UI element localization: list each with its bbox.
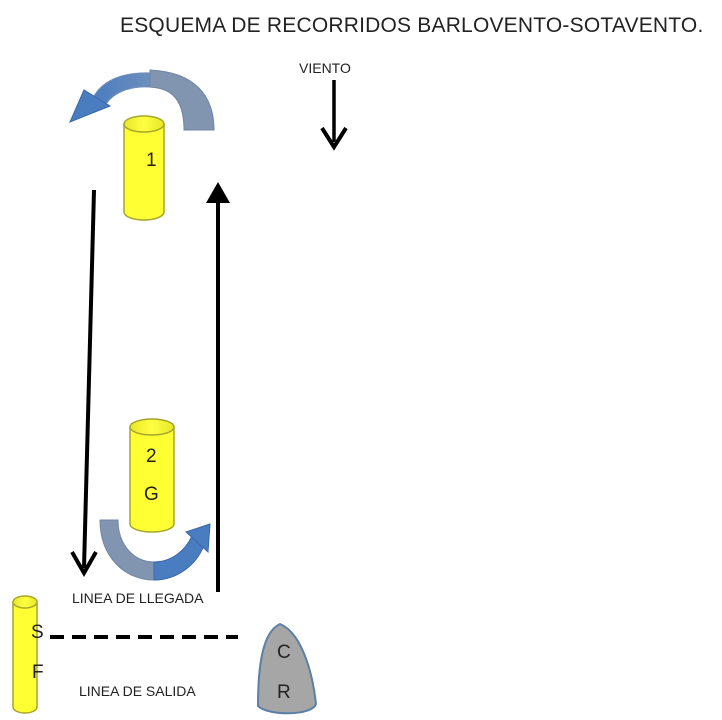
finish-line-label: LINEA DE LLEGADA — [72, 590, 204, 606]
committee-boat-label-bottom: R — [277, 682, 291, 703]
mark1-rounding-arrow — [69, 69, 215, 131]
mark2-label-top: 2 — [146, 446, 157, 467]
downwind-leg-arrow — [70, 189, 98, 578]
mark1-label: 1 — [146, 150, 157, 171]
mark1-buoy — [123, 115, 165, 221]
committee-boat-label-top: C — [277, 642, 291, 663]
mark2-label-bottom: G — [144, 484, 159, 505]
start-mark-label-top: S — [31, 622, 44, 643]
start-line-label: LINEA DE SALIDA — [79, 683, 196, 699]
start-mark-label-bottom: F — [32, 662, 44, 683]
start-mark-buoy — [12, 595, 38, 714]
wind-label: VIENTO — [299, 60, 351, 76]
wind-arrow — [320, 80, 348, 151]
mark2-buoy — [129, 418, 175, 533]
mark2-rounding-arrow — [99, 519, 211, 581]
upwind-leg-arrow — [206, 182, 230, 592]
diagram-title: ESQUEMA DE RECORRIDOS BARLOVENTO-SOTAVEN… — [120, 14, 704, 37]
committee-boat — [256, 622, 318, 715]
